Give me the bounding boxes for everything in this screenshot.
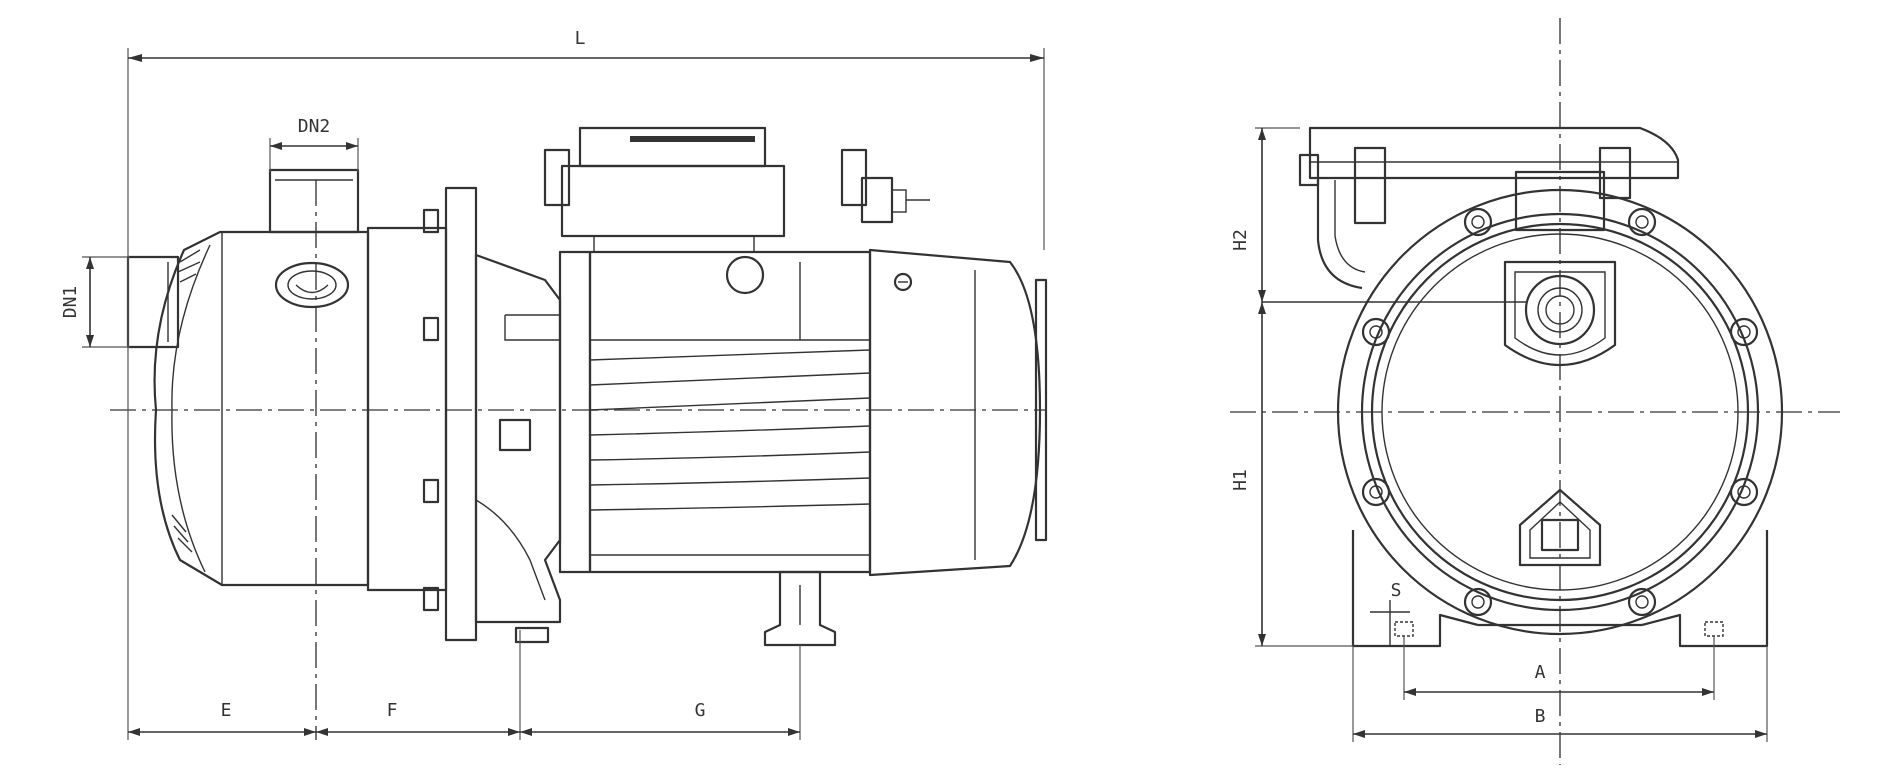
- fan-cover: [868, 248, 1048, 577]
- bottom-dimensions: E F G: [128, 630, 801, 740]
- dimension-l: L: [127, 28, 1045, 740]
- dimension-dn2: DN2: [269, 116, 359, 172]
- terminal-box: [543, 126, 930, 253]
- dimension-s: S: [1370, 580, 1410, 646]
- mounting-flange: [444, 186, 478, 642]
- dimension-h: H2 H1: [1230, 127, 1353, 647]
- casing-rear-ring: [366, 226, 448, 592]
- label-a: A: [1535, 662, 1546, 683]
- side-view: L DN2 DN1: [60, 28, 1048, 740]
- motor-bracket: [474, 253, 562, 644]
- fan-cover-screw: [893, 272, 913, 292]
- dimension-a: A: [1403, 636, 1715, 700]
- label-g: G: [695, 700, 706, 721]
- discharge-nozzle: [268, 168, 360, 234]
- label-h2: H2: [1230, 229, 1251, 251]
- dimension-b: B: [1352, 646, 1768, 742]
- label-h1: H1: [1230, 469, 1251, 491]
- label-f: F: [387, 700, 398, 721]
- label-dn1: DN1: [60, 286, 81, 319]
- front-flange: [1336, 188, 1784, 636]
- dimension-dn1: DN1: [60, 256, 130, 348]
- label-b: B: [1535, 706, 1546, 727]
- flange-bolts: [422, 208, 440, 612]
- front-flange-bolts: [1361, 207, 1759, 617]
- nameplate-rivet: [725, 255, 765, 295]
- label-l: L: [575, 28, 586, 49]
- cable-gland: [860, 176, 930, 224]
- front-suction-port: [1262, 260, 1617, 367]
- front-drain-plug: [1518, 488, 1602, 567]
- front-terminal-clip-left: [1353, 146, 1387, 225]
- suction-nozzle: [126, 255, 180, 349]
- front-view: H2 H1 S A B: [1230, 18, 1840, 765]
- front-discharge-block: [1514, 170, 1606, 232]
- label-dn2: DN2: [298, 116, 331, 137]
- label-s: S: [1391, 580, 1402, 601]
- cooling-fins: [589, 349, 871, 511]
- pump-casing: [153, 230, 370, 587]
- label-e: E: [221, 700, 232, 721]
- priming-plug: [274, 261, 350, 309]
- motor-foot: [763, 570, 837, 647]
- front-terminal-box: [1298, 126, 1680, 290]
- front-base: [1351, 530, 1769, 648]
- motor-body: [558, 250, 872, 574]
